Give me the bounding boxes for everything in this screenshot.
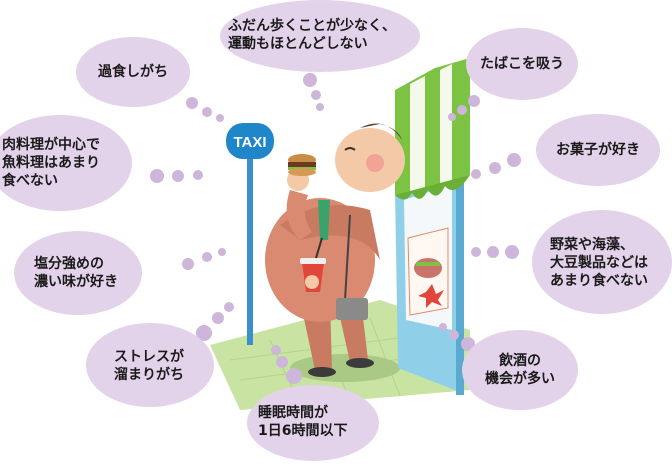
taxi-sign-label: TAXI bbox=[233, 134, 266, 151]
label-vegetables: 野菜や海藻、 大豆製品などは あまり食べない bbox=[550, 236, 670, 290]
label-stress: ストレスが 溜まりがち bbox=[114, 348, 204, 384]
label-line: 食べない bbox=[2, 173, 58, 189]
label-line: 溜まりがち bbox=[114, 367, 184, 383]
bubble-sleep bbox=[247, 385, 379, 461]
label-line: 飲酒の bbox=[499, 353, 541, 369]
taxi-sign bbox=[226, 123, 274, 159]
label-line: 塩分強めの bbox=[34, 256, 104, 272]
drink-cup bbox=[300, 237, 326, 292]
label-line: 濃い味が好き bbox=[34, 274, 118, 290]
label-line: 魚料理はあまり bbox=[2, 155, 100, 171]
awning bbox=[395, 58, 470, 195]
label-overeating: 過食しがち bbox=[88, 63, 178, 81]
label-line: 大豆製品などは bbox=[550, 255, 648, 271]
bubble-vegetables bbox=[532, 210, 672, 314]
bubble-stress bbox=[86, 323, 214, 407]
label-line: 機会が多い bbox=[485, 371, 555, 387]
label-line: あまり食べない bbox=[550, 273, 648, 289]
shoulder-bag bbox=[336, 298, 368, 320]
label-line: お菓子が好き bbox=[556, 142, 640, 158]
label-line: 野菜や海藻、 bbox=[550, 237, 634, 253]
burger bbox=[288, 154, 316, 176]
label-line: ふだん歩くことが少なく、 bbox=[228, 18, 396, 34]
bubble-overeating bbox=[76, 37, 190, 107]
bubble-drinking bbox=[462, 330, 578, 410]
thought-trail-dots bbox=[150, 73, 521, 384]
label-smoking: たばこを吸う bbox=[472, 55, 572, 73]
bubble-smoking bbox=[466, 28, 578, 100]
bubble-sweets bbox=[536, 114, 660, 186]
shop-front bbox=[395, 58, 470, 395]
bubble-meat bbox=[0, 115, 132, 211]
label-sleep: 睡眠時間が 1日6時間以下 bbox=[258, 404, 378, 440]
label-line: 睡眠時間が bbox=[258, 405, 328, 421]
label-sweets: お菓子が好き bbox=[548, 141, 648, 159]
bubble-no-exercise bbox=[220, 0, 420, 72]
label-salty: 塩分強めの 濃い味が好き bbox=[34, 255, 134, 291]
shadow bbox=[290, 354, 400, 382]
overweight-man bbox=[265, 123, 405, 377]
bubble-salty bbox=[14, 231, 142, 315]
label-line: 過食しがち bbox=[98, 64, 168, 80]
taxi-stand: TAXI bbox=[226, 123, 274, 345]
label-line: ストレスが bbox=[114, 349, 184, 365]
label-drinking: 飲酒の 機会が多い bbox=[475, 352, 565, 388]
label-line: 運動もほとんどしない bbox=[228, 36, 368, 52]
label-meat: 肉料理が中心で 魚料理はあまり 食べない bbox=[2, 136, 126, 190]
label-line: たばこを吸う bbox=[480, 56, 564, 72]
label-no-exercise: ふだん歩くことが少なく、 運動もほとんどしない bbox=[228, 17, 418, 53]
label-line: 1日6時間以下 bbox=[258, 423, 348, 439]
label-line: 肉料理が中心で bbox=[2, 137, 100, 153]
